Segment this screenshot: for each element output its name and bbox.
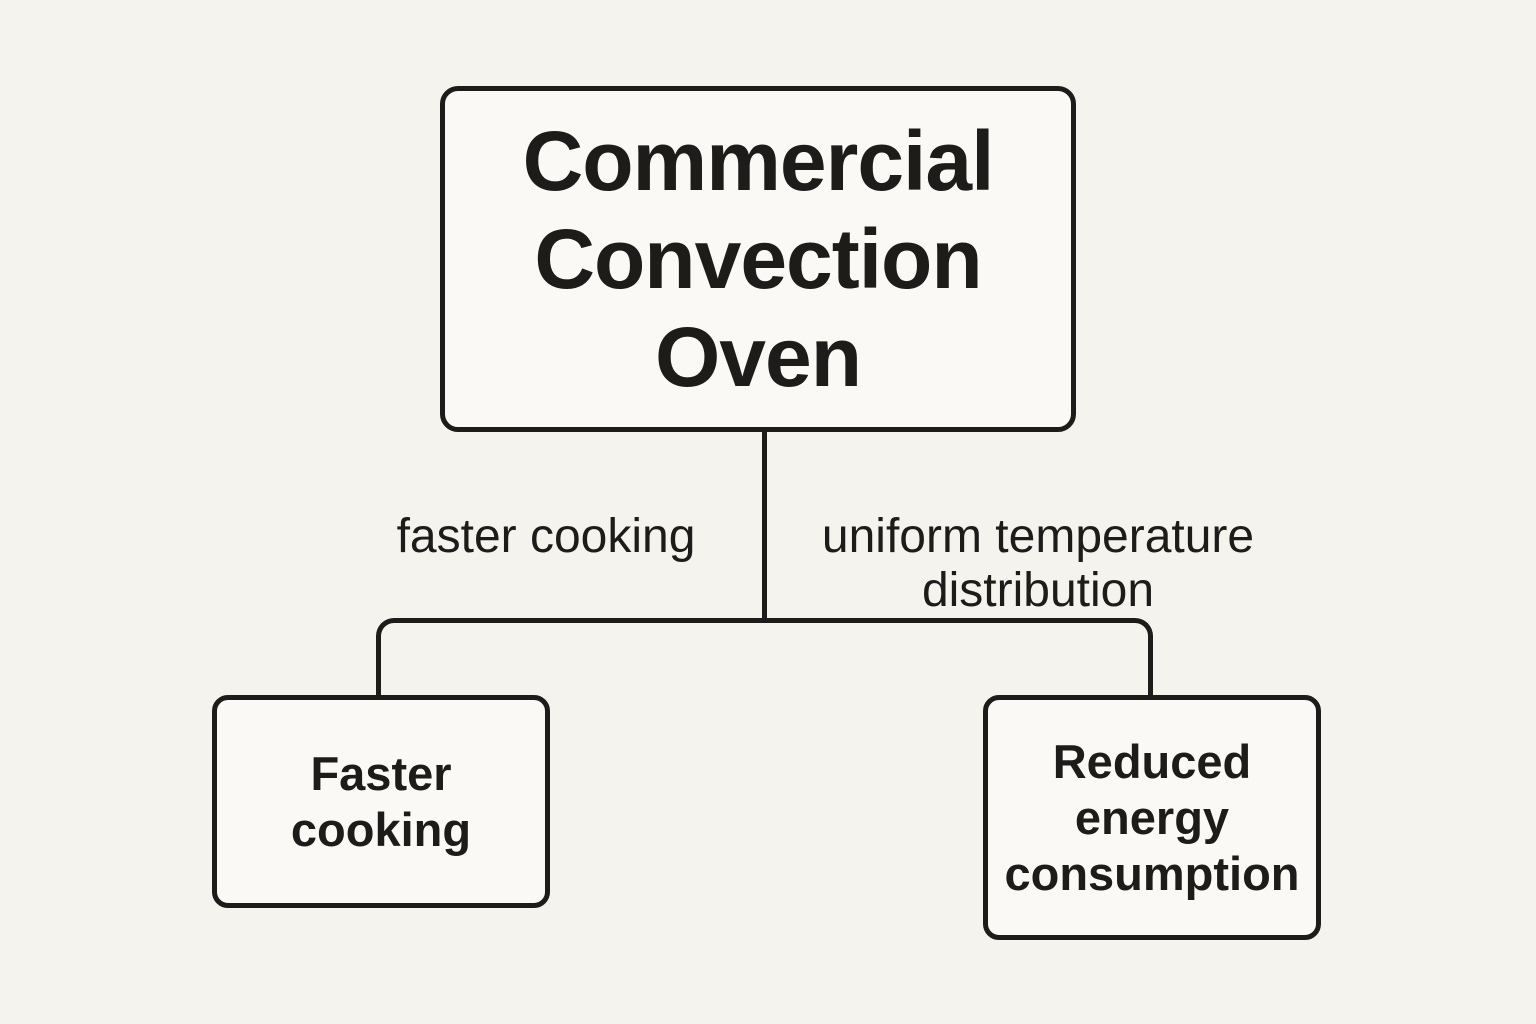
connector-branch-right [762,618,1153,695]
connector-root-stem [762,430,767,623]
edge-label-faster-cooking: faster cooking [396,510,696,563]
node-faster-cooking[interactable]: Faster cooking [212,695,550,908]
edge-label-uniform-temperature-distribution: uniform temperature distribution [821,510,1255,617]
node-commercial-convection-oven[interactable]: Commercial Convection Oven [440,86,1076,432]
node-reduced-energy-consumption[interactable]: Reduced energy consumption [983,695,1321,940]
connector-branch-left [376,618,766,695]
node-label: Faster cooking [290,746,472,856]
node-label: Reduced energy consumption [1004,734,1300,900]
node-label: Commercial Convection Oven [522,114,995,404]
